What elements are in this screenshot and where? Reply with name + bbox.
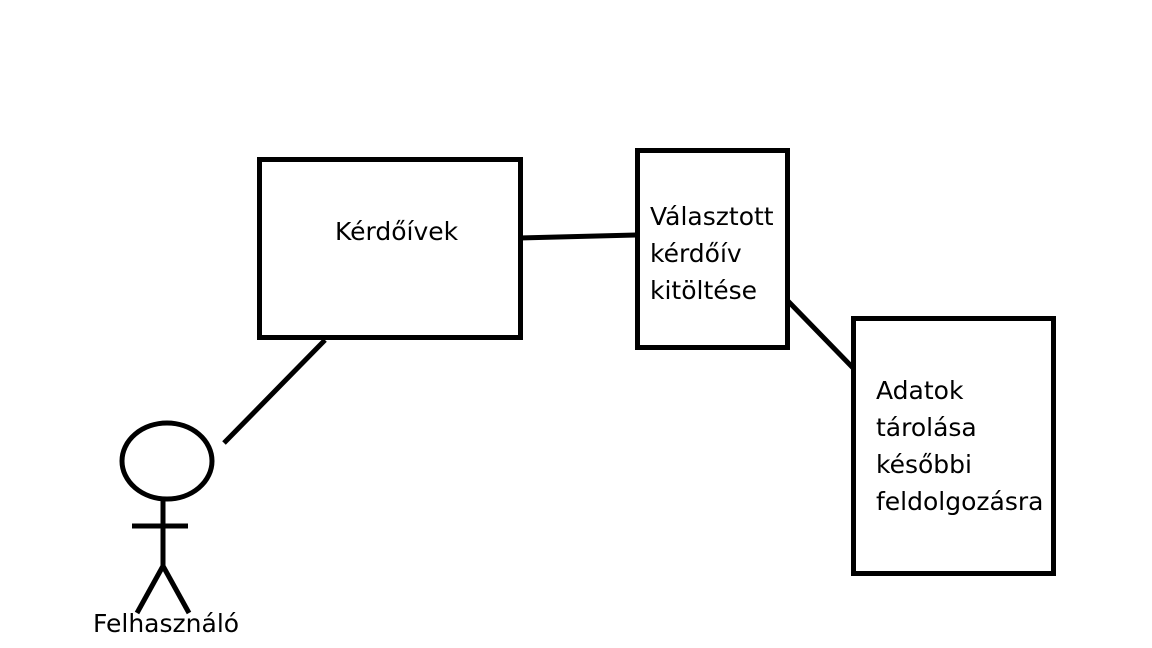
node-kerdoivek-label: Kérdőívek — [335, 213, 458, 250]
node-label-line: Választott — [650, 202, 774, 231]
node-label-line: kérdőív — [650, 239, 742, 268]
node-label-line: tárolása — [876, 413, 977, 442]
node-kerdoivek-box — [257, 157, 523, 340]
connector-valasztott-adatok — [784, 297, 858, 373]
node-label-line: Kérdőívek — [335, 217, 459, 246]
actor-label: Felhasználó — [93, 609, 240, 638]
actor-stick-figure — [119, 420, 215, 615]
node-label-line: feldolgozásra — [876, 487, 1044, 516]
actor-head — [119, 420, 215, 502]
node-valasztott-box — [635, 148, 790, 350]
node-adatok-box — [851, 316, 1056, 576]
node-label-line: kitöltése — [650, 276, 758, 305]
node-adatok-label: Adatok tárolása későbbi feldolgozásra — [876, 372, 1043, 520]
connector-actor-kerdoivek — [222, 338, 327, 445]
actor-right-leg — [160, 564, 192, 615]
connector-kerdoivek-valasztott — [518, 232, 638, 241]
actor-left-leg — [134, 564, 166, 615]
node-label-line: Adatok — [876, 376, 964, 405]
node-label-line: későbbi — [876, 450, 972, 479]
node-valasztott-label: Választott kérdőív kitöltése — [650, 198, 774, 309]
